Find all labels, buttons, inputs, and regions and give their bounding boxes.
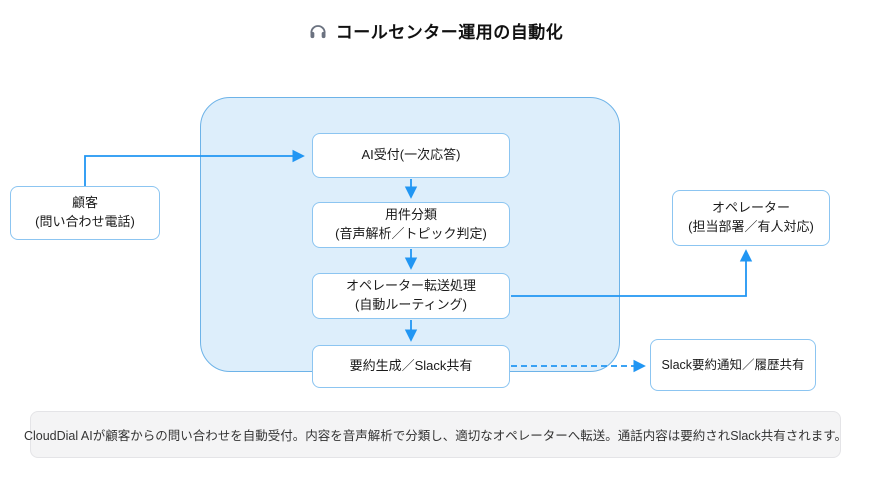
node-classification-line1: 用件分類 [384, 207, 437, 223]
node-ai-reception: AI受付(一次応答) [312, 133, 510, 178]
description-text: CloudDial AIが顧客からの問い合わせを自動受付。内容を音声解析で分類し… [23, 429, 848, 443]
node-customer-line2: (問い合わせ電話) [35, 214, 135, 229]
node-operator: オペレーター (担当部署／有人対応) [672, 190, 830, 246]
node-summary: 要約生成／Slack共有 [312, 345, 510, 388]
node-slack-notice: Slack要約通知／履歴共有 [650, 339, 816, 391]
page-title-text: コールセンター運用の自動化 [335, 23, 564, 42]
node-ai-reception-line1: AI受付(一次応答) [361, 147, 461, 163]
node-operator-line2: (担当部署／有人対応) [688, 219, 814, 234]
node-slack-notice-line1: Slack要約通知／履歴共有 [661, 357, 805, 372]
node-classification: 用件分類 (音声解析／トピック判定) [312, 202, 510, 248]
node-summary-line1: 要約生成／Slack共有 [349, 358, 473, 374]
page-title: コールセンター運用の自動化 [0, 18, 871, 43]
node-transfer-line2: (自動ルーティング) [355, 297, 467, 312]
description-note: CloudDial AIが顧客からの問い合わせを自動受付。内容を音声解析で分類し… [24, 411, 847, 458]
node-customer: 顧客 (問い合わせ電話) [10, 186, 160, 240]
node-classification-line2: (音声解析／トピック判定) [335, 226, 487, 241]
node-transfer-line1: オペレーター転送処理 [345, 278, 476, 294]
node-transfer: オペレーター転送処理 (自動ルーティング) [312, 273, 510, 319]
headphones-icon [308, 21, 328, 41]
node-customer-line1: 顧客 [71, 195, 98, 211]
node-operator-line1: オペレーター [711, 200, 790, 216]
